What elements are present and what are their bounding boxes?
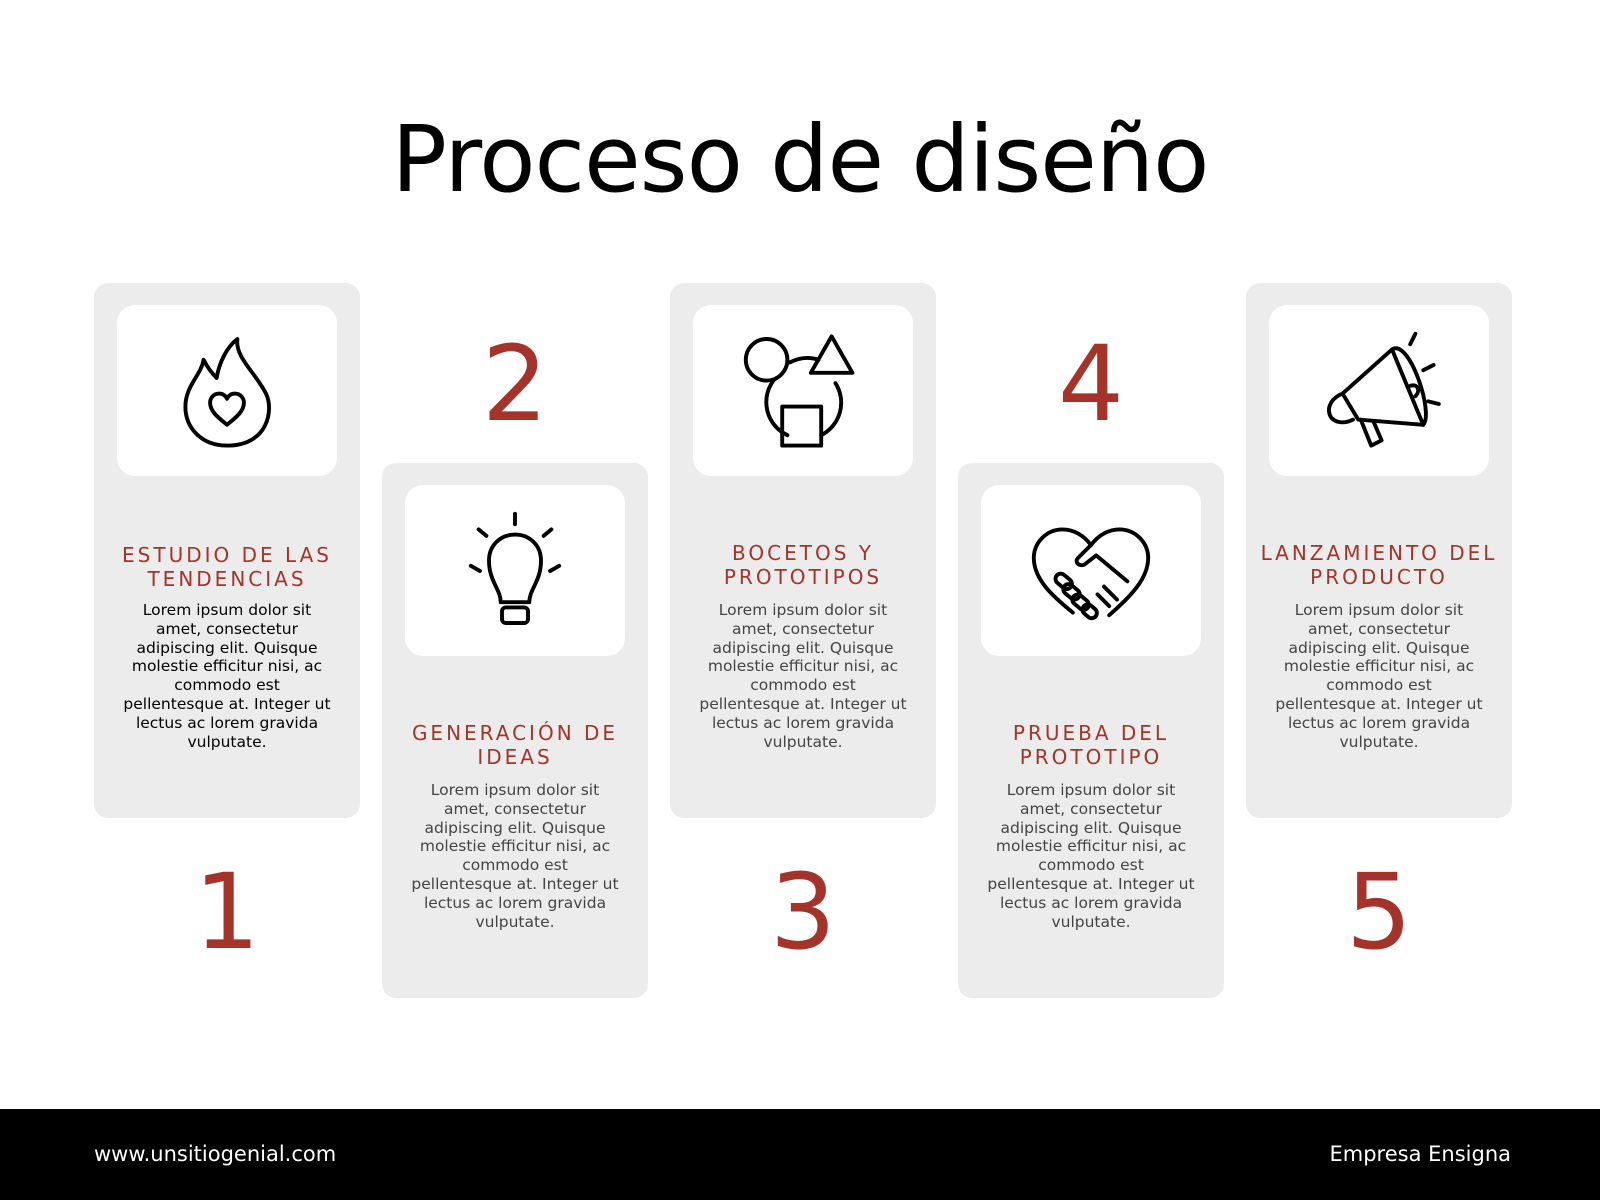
step-title-5: LANZAMIENTO DEL PRODUCTO [1260,541,1498,589]
page-title: Proceso de diseño [391,106,1210,213]
icon-box-4 [981,485,1201,656]
step-body-5: Lorem ipsum dolor sit amet, consectetur … [1275,601,1483,751]
step-number-4: 4 [1057,323,1125,445]
step-body-3: Lorem ipsum dolor sit amet, consectetur … [699,601,907,751]
step-title-3: BOCETOS Y PROTOTIPOS [723,541,883,589]
icon-box-5 [1269,305,1489,476]
step-card-4: PRUEBA DEL PROTOTIPO Lorem ipsum dolor s… [958,463,1224,998]
step-number-3: 3 [769,851,837,973]
footer-website-link[interactable]: www.unsitiogenial.com [94,1142,337,1166]
step-body-1: Lorem ipsum dolor sit amet, consectetur … [123,601,331,751]
handshake-heart-icon [1031,526,1151,620]
step-body-2: Lorem ipsum dolor sit amet, consectetur … [411,781,619,931]
step-title-1: ESTUDIO DE LAS TENDENCIAS [122,543,332,591]
flame-heart-icon [183,336,271,448]
step-number-1: 1 [193,851,261,973]
icon-box-3 [693,305,913,476]
megaphone-icon [1327,331,1441,448]
icon-box-2 [405,485,625,656]
shapes-icon [743,333,855,448]
step-number-5: 5 [1345,851,1413,973]
step-number-2: 2 [481,323,549,445]
lightbulb-icon [468,511,562,625]
step-card-2: GENERACIÓN DE IDEAS Lorem ipsum dolor si… [382,463,648,998]
step-title-4: PRUEBA DEL PROTOTIPO [1012,721,1170,769]
step-body-4: Lorem ipsum dolor sit amet, consectetur … [987,781,1195,931]
icon-box-1 [117,305,337,476]
step-card-3: BOCETOS Y PROTOTIPOS Lorem ipsum dolor s… [670,283,936,818]
step-card-5: LANZAMIENTO DEL PRODUCTO Lorem ipsum dol… [1246,283,1512,818]
footer-company-name: Empresa Ensigna [1329,1142,1512,1166]
step-title-2: GENERACIÓN DE IDEAS [411,721,619,769]
footer-bar: www.unsitiogenial.com Empresa Ensigna [0,1109,1600,1200]
step-card-1: ESTUDIO DE LAS TENDENCIAS Lorem ipsum do… [94,283,360,818]
